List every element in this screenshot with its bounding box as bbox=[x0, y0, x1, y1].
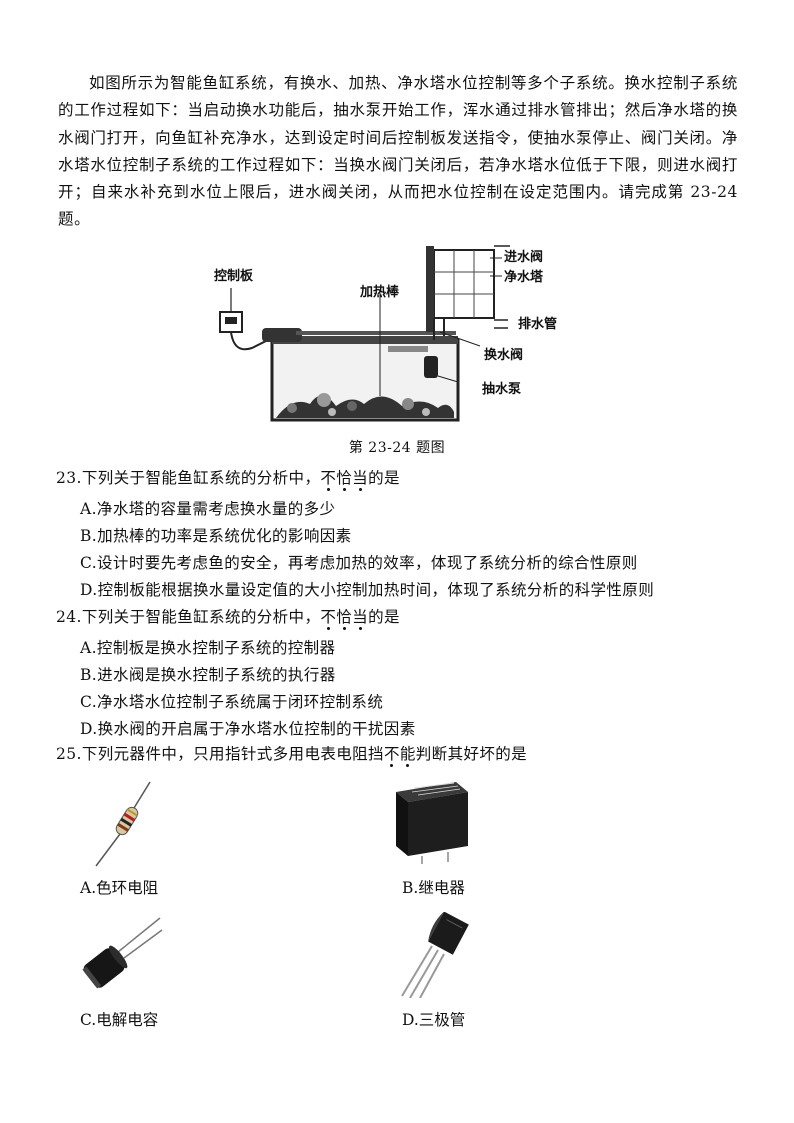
question-24: 24.下列关于智能鱼缸系统的分析中，不恰当的是 bbox=[56, 608, 400, 626]
q23-option-c: C.设计时要先考虑鱼的安全，再考虑加热的效率，体现了系统分析的综合性原则 bbox=[80, 554, 638, 572]
q24-option-c: C.净水塔水位控制子系统属于闭环控制系统 bbox=[80, 693, 384, 711]
question-25: 25.下列元器件中，只用指针式多用电表电阻挡不能判断其好坏的是 bbox=[56, 745, 528, 763]
resistor-image bbox=[88, 778, 168, 868]
transistor-image bbox=[392, 911, 478, 999]
option-b-label: B.继电器 bbox=[402, 879, 465, 897]
figure-caption: 第 23-24 题图 bbox=[348, 440, 446, 456]
q24-option-b: B.进水阀是换水控制子系统的执行器 bbox=[80, 666, 336, 684]
q23-option-b: B.加热棒的功率是系统优化的影响因素 bbox=[80, 527, 352, 545]
relay-image bbox=[392, 778, 472, 868]
q24-option-a: A.控制板是换水控制子系统的控制器 bbox=[80, 639, 336, 657]
label-drain-pipe: 排水管 bbox=[518, 317, 558, 332]
intro-paragraph: 如图所示为智能鱼缸系统，有换水、加热、净水塔水位控制等多个子系统。换水控制子系统… bbox=[58, 74, 738, 229]
q24-option-d: D.换水阀的开启属于净水塔水位控制的干扰因素 bbox=[80, 720, 416, 738]
q23-option-d: D.控制板能根据换水量设定值的大小控制加热时间，体现了系统分析的科学性原则 bbox=[80, 581, 655, 599]
label-heater: 加热棒 bbox=[360, 285, 400, 300]
capacitor-image bbox=[80, 916, 164, 992]
q23-option-a: A.净水塔的容量需考虑换水量的多少 bbox=[80, 500, 336, 518]
label-control-board: 控制板 bbox=[214, 269, 254, 284]
label-purifier-tower: 净水塔 bbox=[504, 270, 544, 285]
option-d-label: D.三极管 bbox=[402, 1011, 466, 1029]
aquarium-figure: 控制板 加热棒 进水阀 净水塔 排水管 换水阀 抽水泵 bbox=[212, 236, 572, 436]
label-inlet-valve: 进水阀 bbox=[504, 250, 544, 265]
option-c-label: C.电解电容 bbox=[80, 1011, 159, 1029]
option-a-label: A.色环电阻 bbox=[80, 879, 159, 897]
question-23: 23.下列关于智能鱼缸系统的分析中，不恰当的是 bbox=[56, 469, 400, 487]
label-pump: 抽水泵 bbox=[482, 382, 522, 397]
label-exchange-valve: 换水阀 bbox=[484, 348, 524, 363]
